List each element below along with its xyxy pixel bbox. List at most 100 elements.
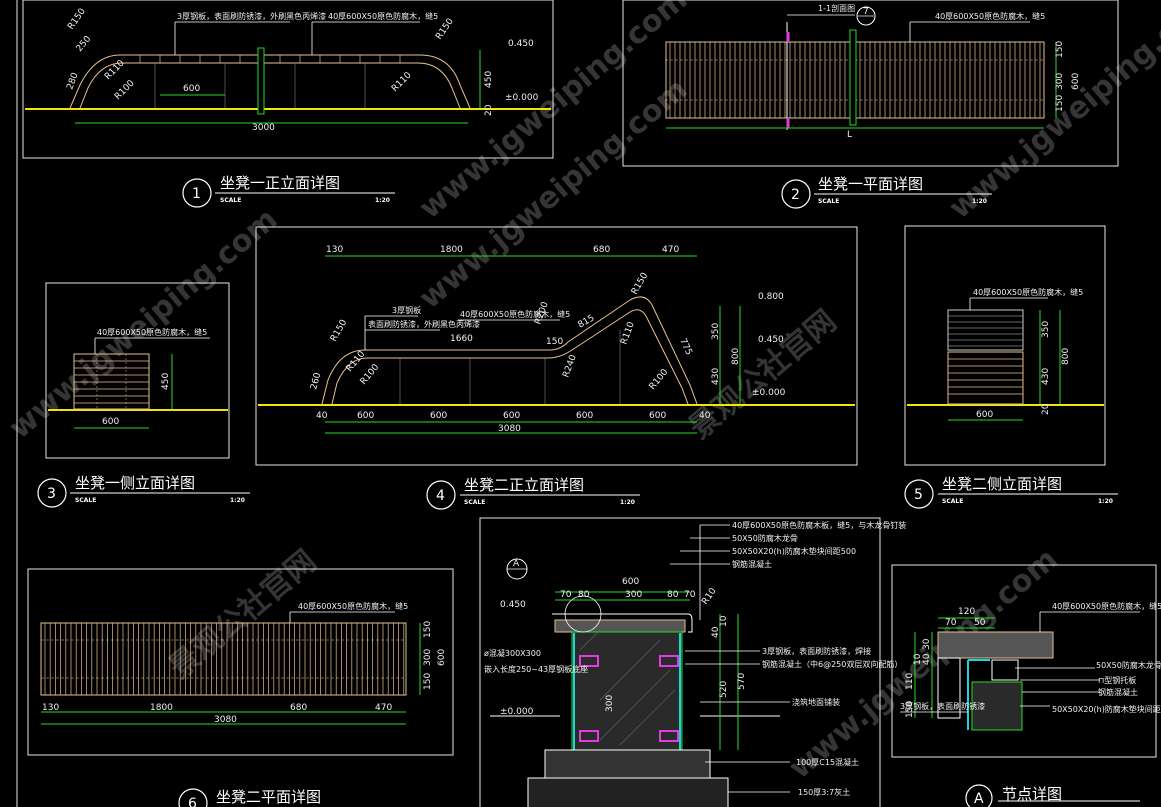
svg-text:20: 20 (484, 104, 494, 116)
svg-text:70: 70 (684, 590, 696, 600)
svg-text:10: 10 (719, 615, 729, 627)
svg-text:SCALE: SCALE (464, 499, 485, 506)
svg-text:⊓型钢托板: ⊓型钢托板 (1098, 675, 1136, 685)
svg-text:0.800: 0.800 (758, 292, 784, 302)
svg-text:470: 470 (662, 245, 679, 255)
svg-text:150: 150 (423, 621, 433, 638)
drawing-8-title-block: A 节点详图 (965, 784, 1140, 807)
svg-text:0.450: 0.450 (758, 335, 784, 345)
svg-text:坐凳一平面详图: 坐凳一平面详图 (818, 175, 923, 193)
svg-text:3000: 3000 (252, 123, 275, 133)
svg-text:120: 120 (958, 607, 975, 617)
svg-text:520: 520 (719, 681, 729, 698)
svg-text:40: 40 (922, 653, 932, 665)
svg-text:600: 600 (437, 649, 447, 666)
svg-text:坐凳二平面详图: 坐凳二平面详图 (216, 788, 321, 806)
svg-text:40厚600X50原色防腐木，缝5: 40厚600X50原色防腐木，缝5 (460, 309, 570, 319)
svg-text:SCALE: SCALE (220, 197, 241, 204)
svg-text:SCALE: SCALE (75, 497, 96, 504)
svg-text:±0.000: ±0.000 (500, 707, 534, 717)
svg-text:600: 600 (503, 411, 520, 421)
drawing-2-plan: L 150 300 150 600 1-1剖面图 7 40厚600X50原色防腐… (622, 0, 1119, 167)
svg-text:R150: R150 (66, 7, 88, 32)
svg-text:R110: R110 (103, 58, 127, 82)
svg-text:570: 570 (737, 673, 747, 690)
svg-text:50X50防腐木龙骨: 50X50防腐木龙骨 (1096, 660, 1161, 670)
svg-text:40厚600X50原色防腐木，缝5: 40厚600X50原色防腐木，缝5 (973, 287, 1083, 297)
svg-text:40厚600X50原色防腐木，缝5: 40厚600X50原色防腐木，缝5 (298, 601, 408, 611)
drawing-4-front-elevation: 130 1800 680 470 1660 150 815 775 600 60… (255, 226, 858, 466)
svg-text:40厚600X50原色防腐木，缝5: 40厚600X50原色防腐木，缝5 (97, 327, 207, 337)
svg-text:150厚3:7灰土: 150厚3:7灰土 (798, 787, 850, 797)
svg-text:表面刷防锈漆，外刷黑色丙烯漆: 表面刷防锈漆，外刷黑色丙烯漆 (368, 319, 480, 329)
svg-text:R100: R100 (113, 78, 137, 102)
svg-text:7: 7 (863, 7, 869, 17)
svg-text:1800: 1800 (150, 703, 173, 713)
svg-text:600: 600 (102, 417, 119, 427)
svg-text:150: 150 (1055, 95, 1065, 112)
svg-text:110: 110 (905, 673, 915, 690)
svg-text:www.jgweiping.com: www.jgweiping.com (943, 0, 1161, 226)
drawing-6-title-block: 6 坐凳二平面详图 (178, 788, 321, 807)
svg-text:40厚600X50原色防腐木，缝5: 40厚600X50原色防腐木，缝5 (1052, 601, 1161, 611)
svg-text:300: 300 (625, 590, 642, 600)
svg-text:40: 40 (711, 626, 721, 638)
svg-text:130: 130 (326, 245, 343, 255)
svg-text:坐凳二侧立面详图: 坐凳二侧立面详图 (942, 475, 1062, 493)
svg-text:775: 775 (677, 337, 693, 357)
svg-text:R10: R10 (700, 586, 719, 606)
svg-text:40: 40 (316, 411, 328, 421)
svg-text:浇筑地面铺装: 浇筑地面铺装 (792, 697, 840, 707)
svg-text:0.450: 0.450 (500, 600, 526, 610)
svg-text:1:20: 1:20 (1098, 498, 1113, 505)
svg-text:R150: R150 (630, 271, 651, 297)
svg-text:SCALE: SCALE (818, 198, 839, 205)
svg-text:600: 600 (576, 411, 593, 421)
svg-text:R240: R240 (561, 353, 579, 379)
svg-text:节点详图: 节点详图 (1002, 785, 1062, 803)
svg-text:R150: R150 (329, 318, 350, 344)
svg-text:40: 40 (699, 411, 711, 421)
svg-text:6: 6 (188, 796, 197, 807)
svg-text:130: 130 (42, 703, 59, 713)
svg-text:3厚钢板: 3厚钢板 (392, 305, 421, 315)
svg-text:70: 70 (945, 618, 957, 628)
svg-text:20: 20 (1041, 403, 1051, 415)
svg-text:80: 80 (667, 590, 679, 600)
svg-text:300: 300 (1055, 73, 1065, 90)
drawing-1-title-block: 1 坐凳一正立面详图 SCALE 1:20 (182, 174, 395, 208)
svg-text:3080: 3080 (498, 424, 521, 434)
svg-text:260: 260 (309, 371, 323, 390)
svg-text:300: 300 (423, 649, 433, 666)
svg-text:±0.000: ±0.000 (505, 93, 539, 103)
svg-text:3厚钢板，表面刷防锈漆: 3厚钢板，表面刷防锈漆 (900, 701, 985, 711)
svg-text:1:20: 1:20 (620, 499, 635, 506)
svg-text:R100: R100 (359, 362, 382, 387)
svg-text:100厚C15混凝土: 100厚C15混凝土 (796, 757, 859, 767)
svg-text:ø混凝300X300: ø混凝300X300 (484, 648, 541, 658)
svg-text:4: 4 (436, 488, 445, 504)
svg-text:R110: R110 (345, 349, 368, 374)
svg-text:50X50X20(h)防腐木垫块间距500: 50X50X20(h)防腐木垫块间距500 (732, 546, 856, 556)
svg-text:坐凳一侧立面详图: 坐凳一侧立面详图 (75, 474, 195, 492)
svg-text:A: A (513, 559, 520, 569)
drawing-1-front-elevation: 3000 600 0.450 ±0.000 450 20 280 250 R15… (22, 0, 554, 159)
svg-text:150: 150 (1055, 41, 1065, 58)
svg-text:815: 815 (577, 313, 597, 330)
svg-text:钢筋混凝土: 钢筋混凝土 (732, 559, 772, 569)
svg-text:R110: R110 (390, 70, 414, 94)
svg-text:±0.000: ±0.000 (752, 388, 786, 398)
drawing-8-node-detail: 110 150 30 40 10 120 70 50 40厚600X50原色防腐… (891, 564, 1161, 758)
svg-text:1:20: 1:20 (972, 198, 987, 205)
drawing-3-side-elevation: 600 450 40厚600X50原色防腐木，缝5 (45, 282, 230, 459)
svg-text:300: 300 (605, 695, 615, 712)
svg-text:3080: 3080 (214, 715, 237, 725)
svg-text:嵌入长度250~43厚钢板底座: 嵌入长度250~43厚钢板底座 (484, 664, 588, 674)
svg-text:10: 10 (913, 653, 923, 665)
svg-text:3厚钢板，表面刷防锈漆，外刷黑色丙烯漆: 3厚钢板，表面刷防锈漆，外刷黑色丙烯漆 (177, 11, 326, 21)
drawing-7-section: 600 70 80 300 80 70 R10 0.450 ±0.000 10 … (479, 517, 906, 807)
svg-text:景观公社官网: 景观公社官网 (683, 304, 843, 447)
svg-text:2: 2 (791, 187, 800, 203)
